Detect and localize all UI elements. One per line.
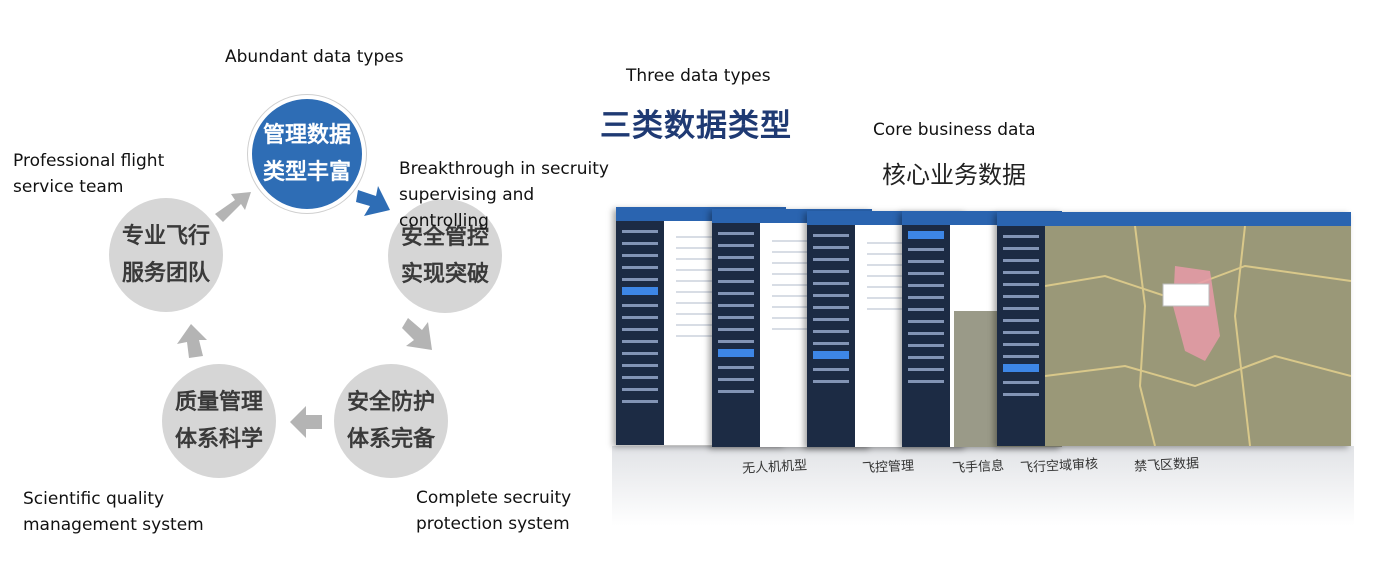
circle-security-supervision-text: 安全管控实现突破 (400, 225, 489, 287)
caption-drone-models: 无人机机型 (741, 458, 808, 477)
screen-sidebar (997, 226, 1045, 446)
title-core-business-data-cn: 核心业务数据 (882, 161, 1026, 189)
circle-flight-service: 专业飞行服务团队 (109, 198, 223, 312)
label-abundant-data-types: Abundant data types (225, 47, 404, 67)
screen-sidebar (616, 221, 664, 445)
circle-flight-service-text: 专业飞行服务团队 (121, 224, 210, 286)
arrow-right-down (402, 318, 432, 350)
screen-sidebar (807, 225, 855, 447)
label-quality-management: Scientific quality management system (23, 489, 204, 535)
caption-no-fly-zone: 禁飞区数据 (1133, 456, 1200, 475)
arrow-bottom-left (290, 406, 322, 438)
title-three-data-types-cn: 三类数据类型 (600, 108, 792, 144)
screen-no-fly-zone (997, 212, 1351, 446)
arrow-right-top (356, 186, 390, 216)
screen-satellite-map (1045, 226, 1351, 446)
circle-data-types-text: 管理数据类型丰富 (262, 123, 351, 185)
circle-security-supervision: 安全管控实现突破 (388, 199, 502, 313)
circle-quality-management: 质量管理体系科学 (162, 364, 276, 478)
label-flight-service-team: Professional flight service team (13, 151, 165, 197)
caption-airspace-review: 飞行空域审核 (1019, 456, 1099, 477)
arrow-left-top (215, 192, 251, 222)
screen-sidebar (712, 223, 760, 447)
caption-flight-control: 飞控管理 (861, 458, 915, 477)
circle-security-protection: 安全防护体系完备 (334, 364, 448, 478)
circle-data-types: 管理数据类型丰富 (248, 95, 366, 213)
caption-pilot-info: 飞手信息 (951, 458, 1005, 477)
label-core-business-data: Core business data (873, 120, 1036, 140)
label-three-data-types: Three data types (626, 66, 771, 86)
label-security-supervising: Breakthrough in secruity supervising and… (399, 159, 609, 231)
screen-sidebar (902, 225, 950, 447)
label-security-protection: Complete secruity protection system (416, 488, 572, 534)
screens-reflection (612, 446, 1354, 526)
circle-security-protection-text: 安全防护体系完备 (346, 390, 435, 452)
arrow-left-up (177, 324, 207, 358)
circle-quality-management-text: 质量管理体系科学 (174, 390, 263, 452)
screen-topbar (997, 212, 1351, 226)
